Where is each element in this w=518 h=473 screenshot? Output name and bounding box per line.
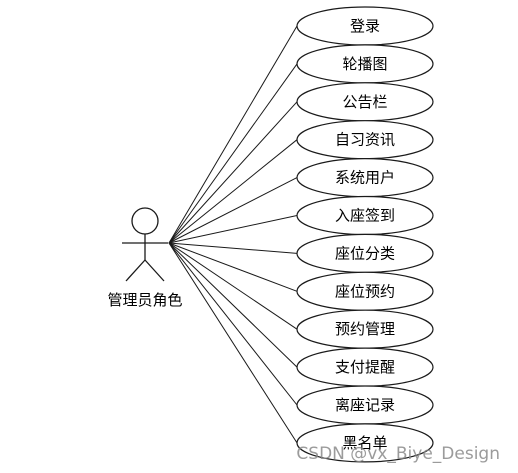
- association-line: [168, 25, 298, 244]
- use-case-label: 支付提醒: [335, 358, 395, 376]
- association-lines: [168, 25, 298, 444]
- use-case: 座位分类: [296, 233, 434, 273]
- use-case-label: 座位预约: [335, 282, 395, 300]
- use-case: 支付提醒: [296, 347, 434, 387]
- use-case-label: 离座记录: [335, 396, 395, 414]
- use-case: 轮播图: [296, 44, 434, 84]
- use-case-ellipse: [296, 423, 434, 463]
- use-case: 座位预约: [296, 271, 434, 311]
- use-case: 登录: [296, 6, 434, 46]
- use-case: 入座签到: [296, 195, 434, 236]
- use-case-label: 入座签到: [335, 207, 395, 225]
- association-line: [168, 242, 298, 368]
- watermark: CSDN @vx_Biye_Design: [296, 444, 500, 464]
- use-case: 系统用户: [296, 158, 434, 198]
- association-line: [168, 242, 298, 254]
- association-line: [168, 242, 298, 444]
- use-case: 黑名单: [296, 423, 434, 463]
- use-case-label: 座位分类: [335, 244, 395, 262]
- association-line: [168, 215, 298, 244]
- use-case-label: 轮播图: [342, 55, 387, 73]
- actor-head: [131, 207, 159, 235]
- use-case: 自习资讯: [296, 120, 434, 160]
- use-case: 公告栏: [296, 82, 434, 122]
- use-case: 离座记录: [296, 385, 434, 425]
- use-cases: 登录轮播图公告栏自习资讯系统用户入座签到座位分类座位预约预约管理支付提醒离座记录…: [296, 6, 434, 463]
- actor-right-leg: [144, 259, 165, 282]
- association-line: [168, 101, 298, 244]
- association-line: [168, 139, 298, 244]
- association-line: [168, 242, 298, 292]
- use-case-label: 自习资讯: [335, 131, 395, 149]
- use-case: 预约管理: [296, 309, 434, 349]
- association-line: [168, 242, 298, 330]
- association-line: [168, 242, 298, 406]
- association-line: [168, 177, 298, 244]
- association-line: [168, 63, 298, 244]
- use-case-label: 黑名单: [342, 434, 387, 452]
- actor: 管理员角色: [107, 207, 183, 309]
- use-case-label: 登录: [350, 17, 380, 35]
- use-case-label: 预约管理: [335, 320, 395, 338]
- use-case-label: 公告栏: [342, 93, 387, 111]
- use-case-label: 系统用户: [335, 169, 395, 187]
- actor-left-leg: [125, 259, 146, 282]
- actor-label: 管理员角色: [107, 291, 182, 309]
